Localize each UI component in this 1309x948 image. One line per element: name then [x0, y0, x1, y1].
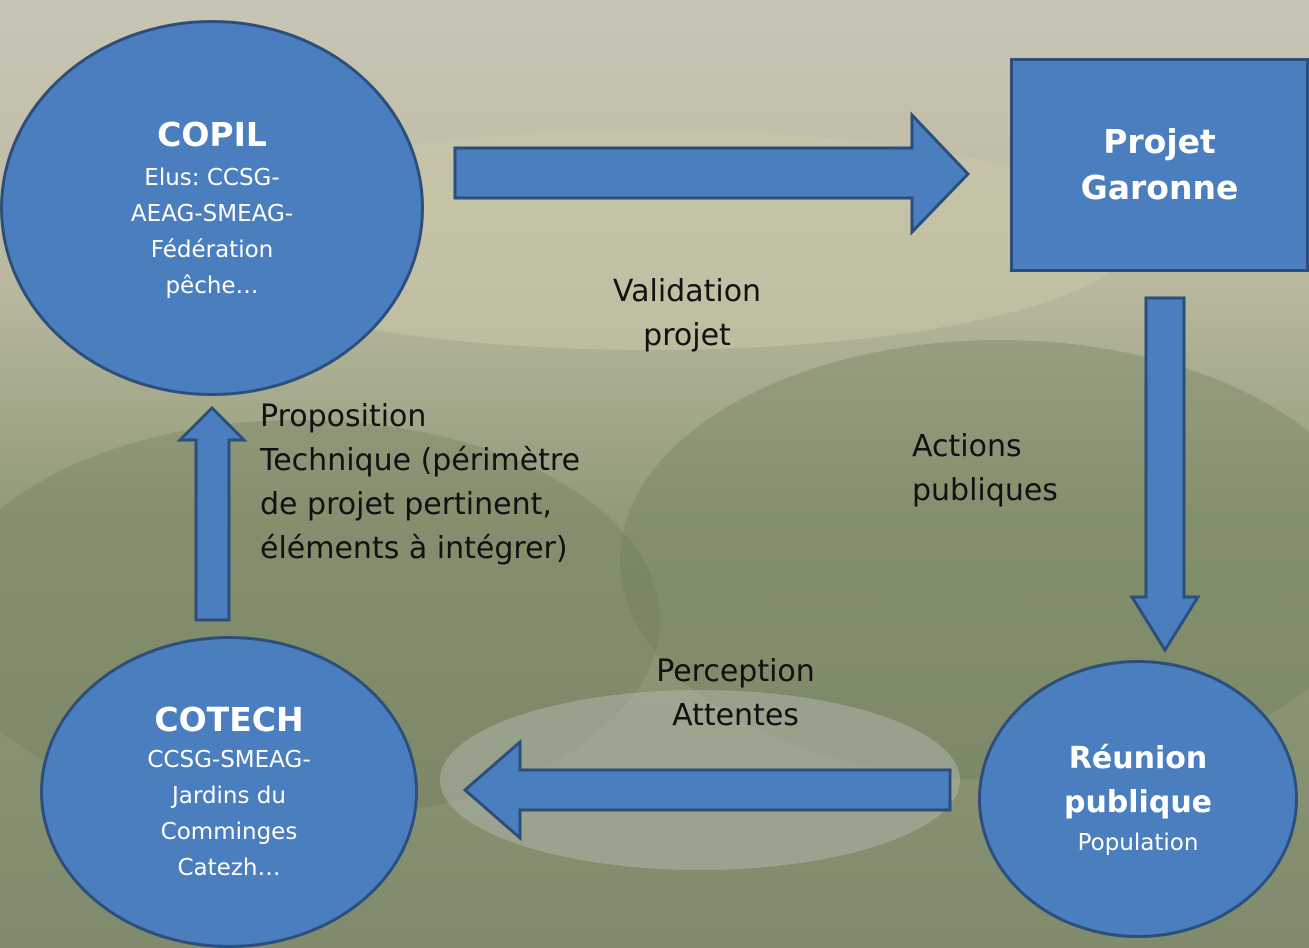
cotech-title: COTECH — [154, 700, 304, 739]
proposition-line-2: Technique (périmètre — [260, 443, 581, 478]
proposition-line-3: de projet pertinent, — [260, 487, 552, 522]
reunion-line-1: Réunion — [1068, 741, 1208, 776]
validation-line-1: Validation — [612, 274, 762, 309]
arrow-up — [176, 405, 248, 622]
copil-title: COPIL — [157, 115, 267, 154]
proposition-line-4: éléments à intégrer) — [260, 531, 568, 566]
cotech-node: COTECH CCSG-SMEAG- Jardins du Comminges … — [40, 636, 418, 948]
copil-line-4: pêche… — [165, 273, 259, 299]
reunion-line-2: publique — [1063, 785, 1213, 820]
projet-line-1: Projet — [1103, 122, 1216, 161]
proposition-label: Proposition Technique (périmètre de proj… — [260, 395, 580, 571]
reunion-sub: Population — [1077, 830, 1199, 856]
actions-label: Actions publiques — [912, 425, 1058, 513]
perception-label: Perception Attentes — [628, 650, 843, 738]
copil-line-3: Fédération — [150, 237, 274, 263]
actions-line-2: publiques — [912, 473, 1058, 508]
arrow-right — [453, 111, 971, 236]
copil-line-2: AEAG-SMEAG- — [130, 201, 294, 227]
arrow-left — [462, 738, 952, 842]
cotech-line-3: Comminges — [160, 819, 298, 845]
actions-line-1: Actions — [912, 429, 1022, 464]
cotech-line-1: CCSG-SMEAG- — [147, 747, 311, 773]
cotech-line-2: Jardins du — [172, 783, 286, 809]
perception-line-1: Perception — [656, 654, 815, 689]
projet-line-2: Garonne — [1080, 168, 1239, 207]
reunion-publique-node: Réunion publique Population — [978, 660, 1298, 938]
cotech-line-4: Catezh… — [177, 855, 281, 881]
perception-line-2: Attentes — [672, 698, 799, 733]
copil-line-1: Elus: CCSG- — [144, 165, 280, 191]
validation-label: Validation projet — [572, 270, 802, 358]
validation-line-2: projet — [643, 318, 731, 353]
arrow-down — [1129, 296, 1201, 653]
copil-node: COPIL Elus: CCSG- AEAG-SMEAG- Fédération… — [0, 20, 424, 396]
proposition-line-1: Proposition — [260, 399, 427, 434]
projet-garonne-node: Projet Garonne — [1010, 58, 1309, 272]
